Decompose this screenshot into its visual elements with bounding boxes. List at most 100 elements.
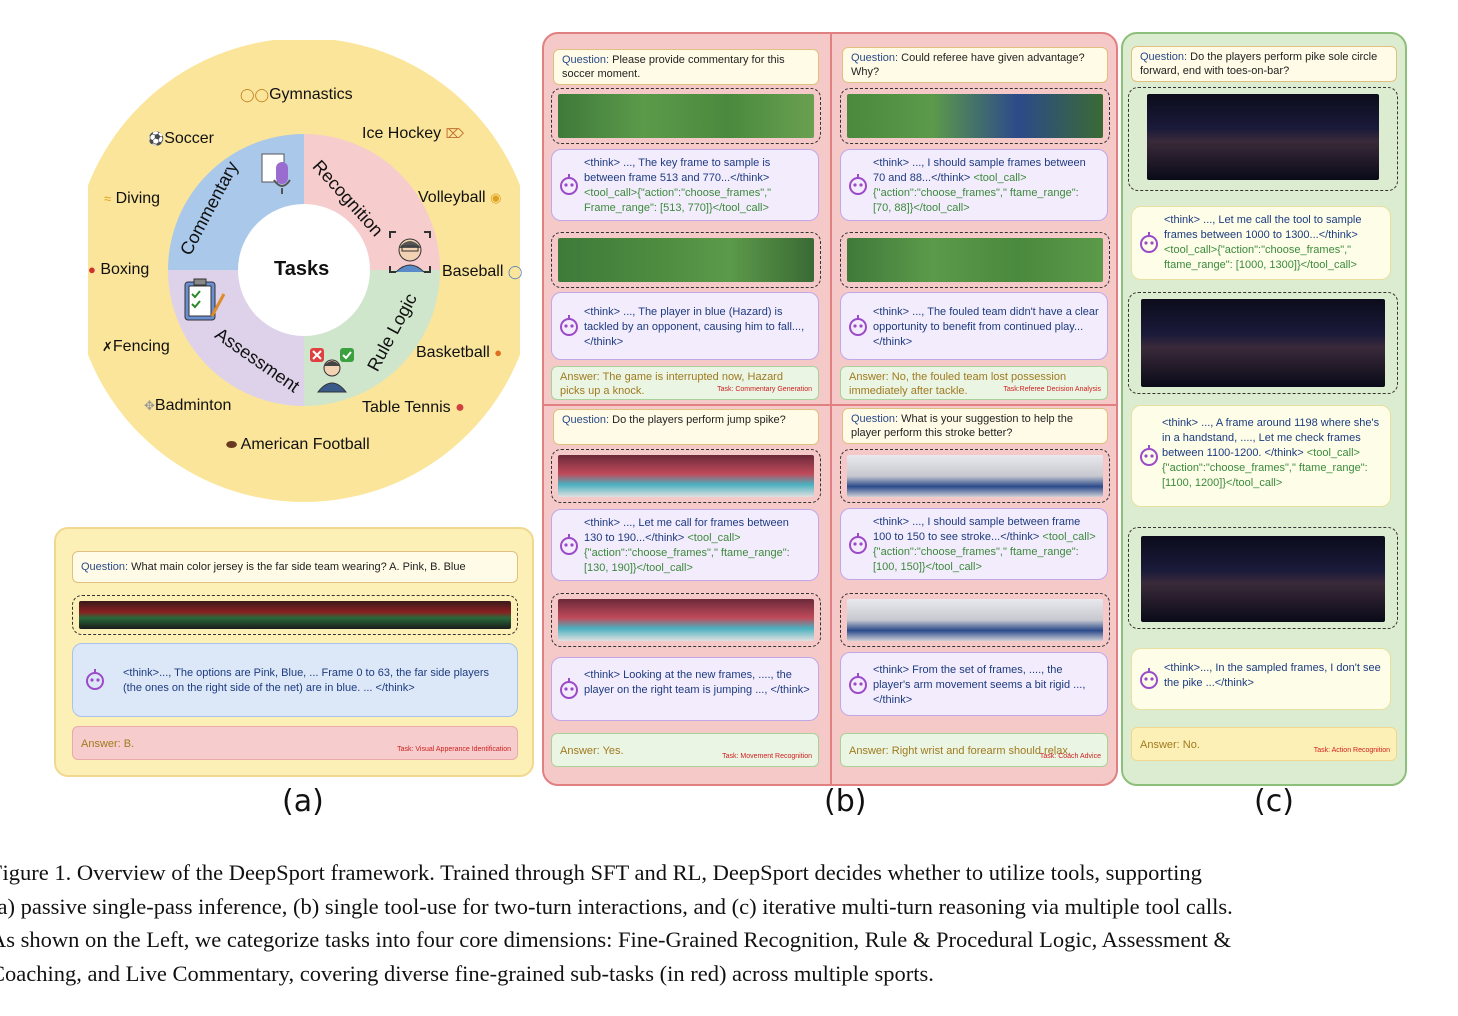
wheel-center-label: Tasks <box>274 258 330 280</box>
c-think-2: <think> ..., A frame around 1198 where s… <box>1131 405 1391 507</box>
c-frames-1 <box>1128 87 1398 191</box>
b4-frames-2 <box>840 593 1110 647</box>
panel-a-task: Task: Visual Apperance Identification <box>397 746 511 753</box>
b3-think-1-text: <think> ..., Let me call for frames betw… <box>584 517 789 544</box>
diving-icon: ≈ <box>104 191 112 207</box>
b2-answer: Answer: No, the fouled team lost possess… <box>840 366 1108 400</box>
sport-fencing-label: Fencing <box>112 338 170 355</box>
panel-a-frames <box>72 595 518 635</box>
sport-badminton-label: Badminton <box>154 397 232 414</box>
sport-gymnastics: ◯◯Gymnastics <box>240 86 353 104</box>
american-football-icon: ⬬ <box>226 436 238 452</box>
robot-icon <box>848 315 868 337</box>
sport-basketball-label: Basketball <box>416 344 490 361</box>
soccer-frame-strip <box>847 238 1103 282</box>
robot-icon <box>85 669 105 691</box>
task-wheel: Tasks Commentary Recognition Rule Logic … <box>72 38 536 502</box>
soccer-frame-strip <box>558 94 814 138</box>
b3-think-2-text: <think> Looking at the new frames, ....,… <box>584 669 810 696</box>
robot-icon <box>848 673 868 695</box>
c-answer-text: Answer: No. <box>1140 739 1200 751</box>
referee-icon <box>308 346 356 394</box>
b4-question: Question: What is your suggestion to hel… <box>842 408 1108 444</box>
b3-tool-call: <tool_call>{"action":"choose_frames"," f… <box>584 532 790 574</box>
soccer-frame-strip <box>847 94 1103 138</box>
b1-think-1: <think> ..., The key frame to sample is … <box>551 149 819 221</box>
b4-task: Task: Coach Advice <box>1039 753 1101 760</box>
b2-frames-1 <box>840 88 1110 144</box>
robot-icon <box>559 315 579 337</box>
b4-answer-text: Answer: Right wrist and forearm should r… <box>849 745 1071 757</box>
sport-diving-label: Diving <box>115 190 161 207</box>
sport-baseball: Baseball ◯ <box>442 263 522 281</box>
robot-icon <box>559 678 579 700</box>
volleyball-frame-strip <box>79 601 511 629</box>
sport-ice-hockey: Ice Hockey ⌦ <box>362 125 464 143</box>
b2-think-1-text: <think> ..., I should sample frames betw… <box>873 157 1086 184</box>
volleyball-icon: ◉ <box>490 189 502 205</box>
b2-think-2: <think> ..., The fouled team didn't have… <box>840 292 1108 360</box>
sport-gymnastics-label: Gymnastics <box>269 86 353 103</box>
sport-american-football: ⬬ American Football <box>226 436 370 454</box>
caption-line: Coaching, and Live Commentary, covering … <box>0 960 934 986</box>
b2-think-2-text: <think> ..., The fouled team didn't have… <box>873 306 1099 348</box>
b3-answer-text: Answer: Yes. <box>560 745 624 757</box>
c-question: Question: Do the players perform pike so… <box>1131 46 1397 82</box>
label-a: (a) <box>282 784 324 819</box>
panel-a-answer-text: Answer: B. <box>81 738 135 750</box>
robot-icon <box>848 533 868 555</box>
b1-think-2: <think> ..., The player in blue (Hazard)… <box>551 292 819 360</box>
c-think-2-text: <think> ..., A frame around 1198 where s… <box>1162 417 1380 459</box>
label-b: (b) <box>824 784 867 819</box>
basketball-icon: ● <box>494 345 503 361</box>
face-scan-icon <box>388 230 432 274</box>
table-tennis-frame-strip <box>847 455 1103 497</box>
b1-frames-1 <box>551 88 821 144</box>
sport-volleyball-label: Volleyball <box>418 189 486 206</box>
b3-task: Task: Movement Recognition <box>722 753 812 760</box>
b3-question-text: Do the players perform jump spike? <box>612 414 786 426</box>
hockey-stick-icon: ⌦ <box>445 125 464 141</box>
b1-frames-2 <box>551 232 821 288</box>
b2-task: Task:Referee Decision Analysis <box>1003 386 1101 393</box>
b1-answer: Answer: The game is interrupted now, Haz… <box>551 366 819 400</box>
b3-answer: Answer: Yes. Task: Movement Recognition <box>551 733 819 767</box>
fencing-icon: ✗ <box>102 338 113 354</box>
panel-a-question-text: What main color jersey is the far side t… <box>131 561 466 573</box>
gymnastics-frame-strip <box>1147 94 1379 180</box>
b3-question: Question: Do the players perform jump sp… <box>553 409 819 445</box>
checklist-icon <box>182 276 226 324</box>
robot-icon <box>1139 668 1159 690</box>
sport-diving: ≈ Diving <box>104 190 160 208</box>
c-answer: Answer: No. Task: Action Recognition <box>1131 727 1397 761</box>
b1-task: Task: Commentary Generation <box>717 386 812 393</box>
sport-soccer: ⚽Soccer <box>148 130 214 148</box>
sport-boxing: ● Boxing <box>88 261 149 279</box>
panel-b-divider-h <box>543 404 1117 406</box>
b4-tool-call: <tool_call>{"action":"choose_frames"," f… <box>873 531 1096 573</box>
microphone-icon <box>260 152 296 196</box>
gymnastics-frame-strip <box>1141 299 1385 387</box>
b3-think-1: <think> ..., Let me call for frames betw… <box>551 509 819 581</box>
b4-think-1: <think> ..., I should sample between fra… <box>840 508 1108 580</box>
sport-boxing-label: Boxing <box>100 261 150 278</box>
b1-question-text: Please provide commentary for this socce… <box>562 54 785 80</box>
baseball-icon: ◯ <box>507 263 523 279</box>
question-prefix: Question: <box>81 561 129 573</box>
sport-soccer-label: Soccer <box>164 130 214 147</box>
c-frames-2 <box>1128 292 1398 394</box>
b2-answer-text: Answer: No, the fouled team lost possess… <box>849 371 1067 397</box>
soccer-frame-strip <box>558 238 814 282</box>
gymnastics-frame-strip <box>1141 536 1385 622</box>
c-think-3: <think>..., In the sampled frames, I don… <box>1131 648 1391 710</box>
b4-think-1-text: <think> ..., I should sample between fra… <box>873 516 1081 543</box>
caption-line: As shown on the Left, we categorize task… <box>0 927 1231 952</box>
panel-a-answer: Answer: B. Task: Visual Apperance Identi… <box>72 726 518 760</box>
shuttlecock-icon: ✥ <box>144 397 155 413</box>
b1-tool-call: <tool_call>{"action":"choose_frames"," F… <box>584 187 772 214</box>
sport-baseball-label: Baseball <box>442 263 504 280</box>
label-c: (c) <box>1254 784 1294 819</box>
c-tool-call-1: <tool_call>{"action":"choose_frames"," f… <box>1164 244 1357 271</box>
robot-icon <box>1139 445 1159 467</box>
volleyball-frame-strip <box>558 455 814 497</box>
